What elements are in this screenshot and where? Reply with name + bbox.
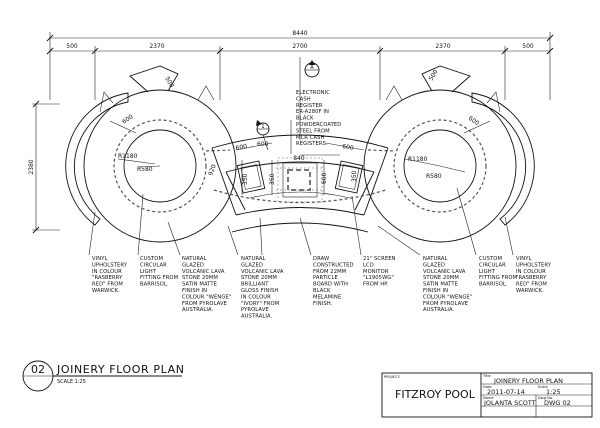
drawing-number: 02	[31, 363, 45, 376]
dim-counter-350-b: 350	[269, 173, 276, 185]
title-block: PROJECT: FITZROY POOL Title JOINERY FLOO…	[381, 372, 593, 418]
dim-seg-4: 2370	[435, 43, 450, 50]
drawing-scale: SCALE 1:25	[57, 379, 86, 385]
date-label: Date	[483, 385, 492, 389]
callout-draw: DRAW CONSTRUCTED FROM 22MM PARTICLE BOAR…	[313, 256, 355, 307]
dim-arc-600-right: 600	[467, 115, 481, 127]
dim-radius-inner-right: R580	[426, 173, 442, 180]
dim-counter-600-a: 600	[235, 143, 248, 152]
section-letter: A	[310, 65, 314, 71]
section-number: 1	[261, 124, 264, 130]
dim-counter-600-b: 600	[257, 141, 269, 148]
dimension-chain: 8440 500 2370 2700 2370 500	[46, 30, 554, 100]
dim-counter-600-c: 600	[342, 143, 355, 152]
dim-arc-600-left: 600	[121, 113, 135, 125]
scale-value: 1:25	[546, 388, 561, 396]
dim-seg-5: 500	[522, 43, 534, 50]
date-value: 2011-07-14	[487, 388, 525, 396]
callout-stone-ivory: NATURAL GLAZED VOLCANIC LAVA STONE 20MM …	[241, 256, 285, 320]
callout-vinyl-right: VINYL UPHOLSTERY IN COLOUR "RASBERRY RED…	[516, 256, 553, 294]
section-marker-1: 1	[256, 120, 270, 151]
dim-counter-600-d: 600	[321, 172, 328, 184]
scale-label: Scale	[538, 385, 548, 389]
drawing-title-text: JOINERY FLOOR PLAN	[56, 363, 185, 376]
central-counter: 600 600 600 920 350 350 350 840 600	[207, 134, 389, 233]
callout-light-right: CUSTOM CIRCULAR LIGHT FITTING FROM BARRI…	[479, 256, 519, 288]
dim-counter-350-c: 350	[351, 170, 358, 182]
callout-light-left: CUSTOM CIRCULAR LIGHT FITTING FROM BARRI…	[140, 256, 180, 288]
project-name: FITZROY POOL	[395, 388, 476, 401]
dim-arc-500-right: 500	[428, 68, 440, 82]
dim-side-height: 2380	[28, 159, 35, 174]
dim-radius-outer-left: R1180	[118, 153, 138, 160]
callout-stone-left: NATURAL GLAZED VOLCANIC LAVA STONE 20MM …	[182, 256, 233, 313]
dim-overall: 8440	[292, 30, 307, 37]
project-label: PROJECT:	[384, 375, 400, 379]
dim-arc-500-left: 500	[163, 76, 175, 90]
title-value: JOINERY FLOOR PLAN	[493, 377, 563, 385]
side-dimension: 2380	[28, 100, 60, 234]
dwg-value: DWG 02	[544, 399, 571, 407]
dim-seg-2: 2370	[149, 43, 164, 50]
dim-seg-1: 500	[66, 43, 78, 50]
dim-seg-3: 2700	[292, 43, 307, 50]
section-marker-a: A	[299, 57, 320, 140]
name-value: JOLANTA SCOTT	[483, 399, 536, 407]
right-pod: 600 500 R1180 R580	[363, 65, 535, 243]
dwg-label: Dwg No.	[538, 396, 553, 400]
callout-monitor: 21" SCREEN LCD MONITOR "L1905WG" FROM HP…	[363, 256, 397, 288]
dim-counter-920: 920	[207, 163, 218, 176]
callout-leaders	[88, 120, 514, 256]
callout-stone-right: NATURAL GLAZED VOLCANIC LAVA STONE 20MM …	[423, 256, 474, 313]
left-pod: 600 500 R1180 R580	[65, 65, 237, 243]
dim-radius-inner-left: R580	[137, 166, 153, 173]
name-label: Name	[483, 396, 494, 400]
callout-register: ELECTRONIC CASH REGISTER ER-A280F IN BLA…	[296, 90, 343, 147]
callout-vinyl-left: VINYL UPHOLSTERY IN COLOUR "RASBERRY RED…	[92, 256, 129, 294]
drawing-title: 02 JOINERY FLOOR PLAN SCALE 1:25	[22, 360, 185, 392]
title-label: Title	[482, 374, 491, 378]
dim-counter-350-a: 350	[242, 173, 249, 185]
dim-radius-outer-right: R1180	[408, 156, 428, 163]
dim-counter-840: 840	[293, 155, 305, 162]
